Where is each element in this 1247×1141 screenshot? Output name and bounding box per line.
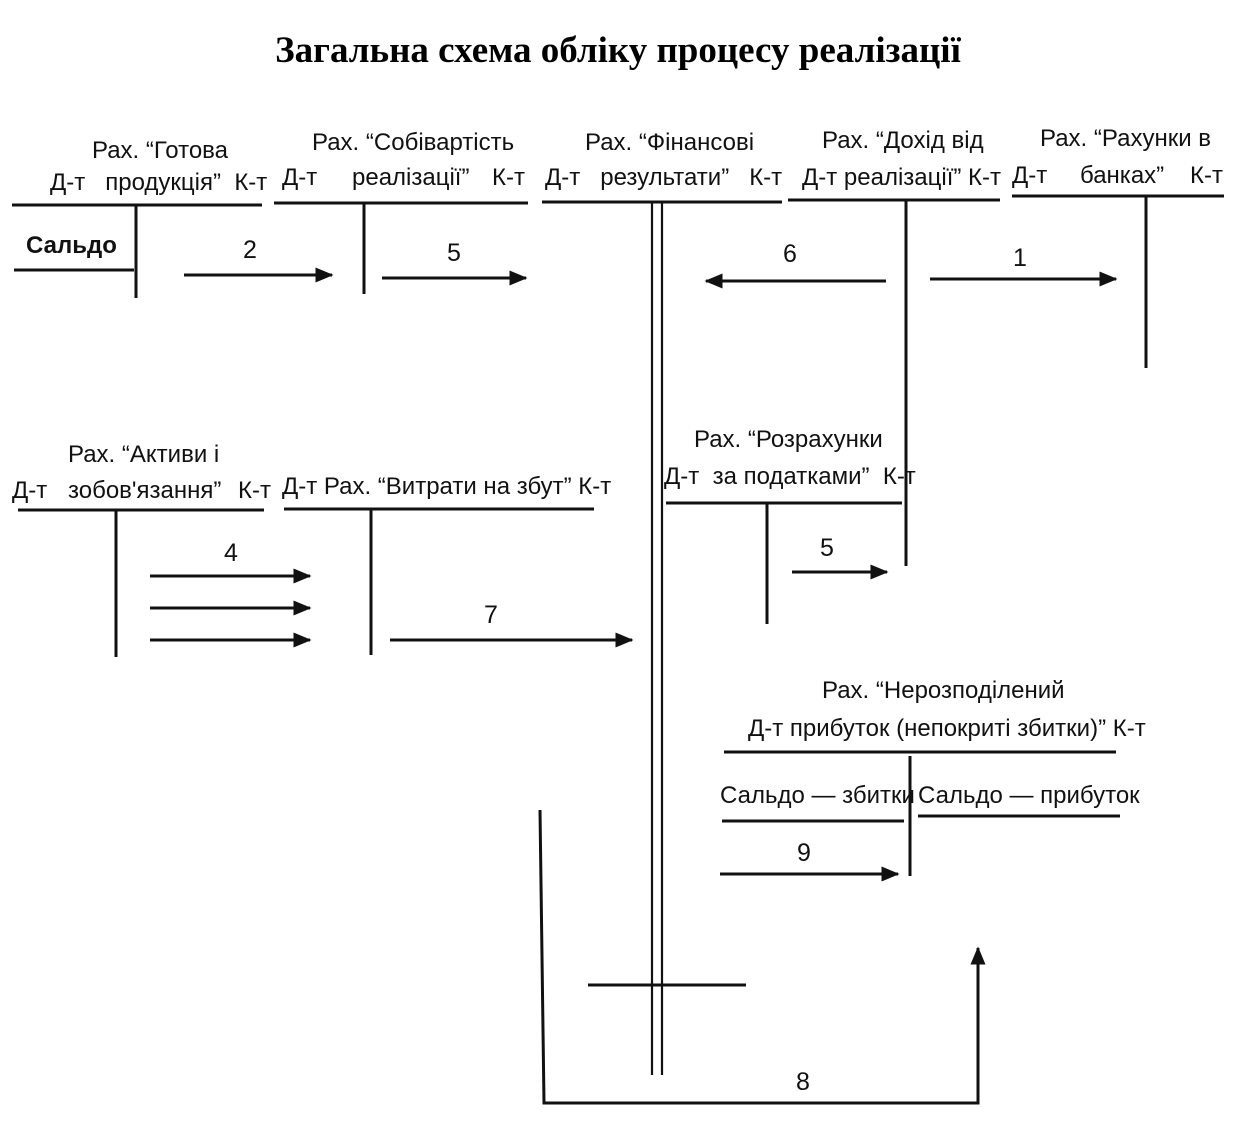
arrow-number: 4 <box>224 539 238 567</box>
account-sales-income: Рах. “Дохід від Д-т реалізації” К-т <box>788 127 1001 566</box>
arrow-number: 9 <box>797 839 811 867</box>
account-credit-label: К-т <box>1190 162 1223 189</box>
account-label-line1: Рах. “Готова <box>92 137 229 164</box>
account-credit-label: К-т <box>492 164 525 191</box>
diagram-title: Загальна схема обліку процесу реалізації <box>275 30 961 71</box>
account-label-line2: зобов'язання” <box>68 477 221 504</box>
account-cost-of-sales: Рах. “Собівартість Д-т реалізації” К-т <box>274 129 528 294</box>
account-debit-label: Д-т <box>282 164 317 191</box>
account-label-line1: Рах. “Нерозподілений <box>822 677 1065 704</box>
account-bank-accounts: Рах. “Рахунки в Д-т банках” К-т <box>1012 125 1224 368</box>
account-label-line1: Рах. “Рахунки в <box>1040 125 1211 152</box>
account-label-line1: Д-т Рах. “Витрати на збут” К-т <box>282 473 611 500</box>
arrow-number: 2 <box>243 236 257 264</box>
arrow-5-tax: 5 <box>792 534 889 580</box>
account-label-line1: Рах. “Активи і <box>68 441 219 468</box>
arrow-number: 6 <box>783 240 797 268</box>
arrow-number: 7 <box>484 601 498 629</box>
arrow-number: 1 <box>1013 244 1027 272</box>
arrow-8: 8 <box>538 809 986 1105</box>
account-label-line1: Рах. “Розрахунки <box>694 426 883 453</box>
account-tax-settlements: Рах. “Розрахунки Д-т за податками” К-т <box>664 426 916 624</box>
account-label-line2: реалізації” <box>352 164 469 191</box>
account-debit-label: Д-т <box>12 477 47 504</box>
arrow-number: 5 <box>447 239 461 267</box>
account-label-line2: банках” <box>1080 162 1164 189</box>
saldo-loss-label: Сальдо — збитки <box>720 782 915 809</box>
arrow-line <box>538 809 986 1105</box>
account-retained-earnings: Рах. “Нерозподілений Д-т прибуток (непок… <box>720 677 1146 876</box>
arrow-9: 9 <box>720 839 900 882</box>
account-label-line1: Рах. “Фінансові <box>585 129 754 156</box>
account-label-line2: Д-т продукція” К-т <box>50 169 267 196</box>
account-label-line2: Д-т результати” К-т <box>545 164 782 191</box>
account-label-line2: Д-т прибуток (непокриті збитки)” К-т <box>748 715 1146 742</box>
account-financial-results: Рах. “Фінансові Д-т результати” К-т <box>542 129 782 1075</box>
arrow-5-cost: 5 <box>382 239 528 286</box>
arrow-7: 7 <box>390 601 634 648</box>
account-assets-liabilities: Рах. “Активи і Д-т зобов'язання” К-т <box>12 441 271 657</box>
account-finished-goods: Рах. “Готова Д-т продукція” К-т Сальдо <box>12 137 267 298</box>
arrow-2: 2 <box>184 236 334 283</box>
account-label-line1: Рах. “Дохід від <box>822 127 984 154</box>
account-label-line2: Д-т за податками” К-т <box>664 463 916 490</box>
account-selling-expenses: Д-т Рах. “Витрати на збут” К-т <box>282 473 611 655</box>
arrow-4: 4 <box>150 539 312 648</box>
account-credit-label: К-т <box>238 477 271 504</box>
arrow-1: 1 <box>930 244 1118 287</box>
arrow-number: 8 <box>796 1068 810 1096</box>
saldo-profit-label: Сальдо — прибуток <box>918 782 1140 809</box>
saldo-label: Сальдо <box>26 232 117 259</box>
arrow-number: 5 <box>820 534 834 562</box>
account-label-line1: Рах. “Собівартість <box>312 129 514 156</box>
account-label-line2: Д-т реалізації” К-т <box>802 164 1001 191</box>
account-debit-label: Д-т <box>1012 162 1047 189</box>
arrow-6: 6 <box>704 240 886 289</box>
